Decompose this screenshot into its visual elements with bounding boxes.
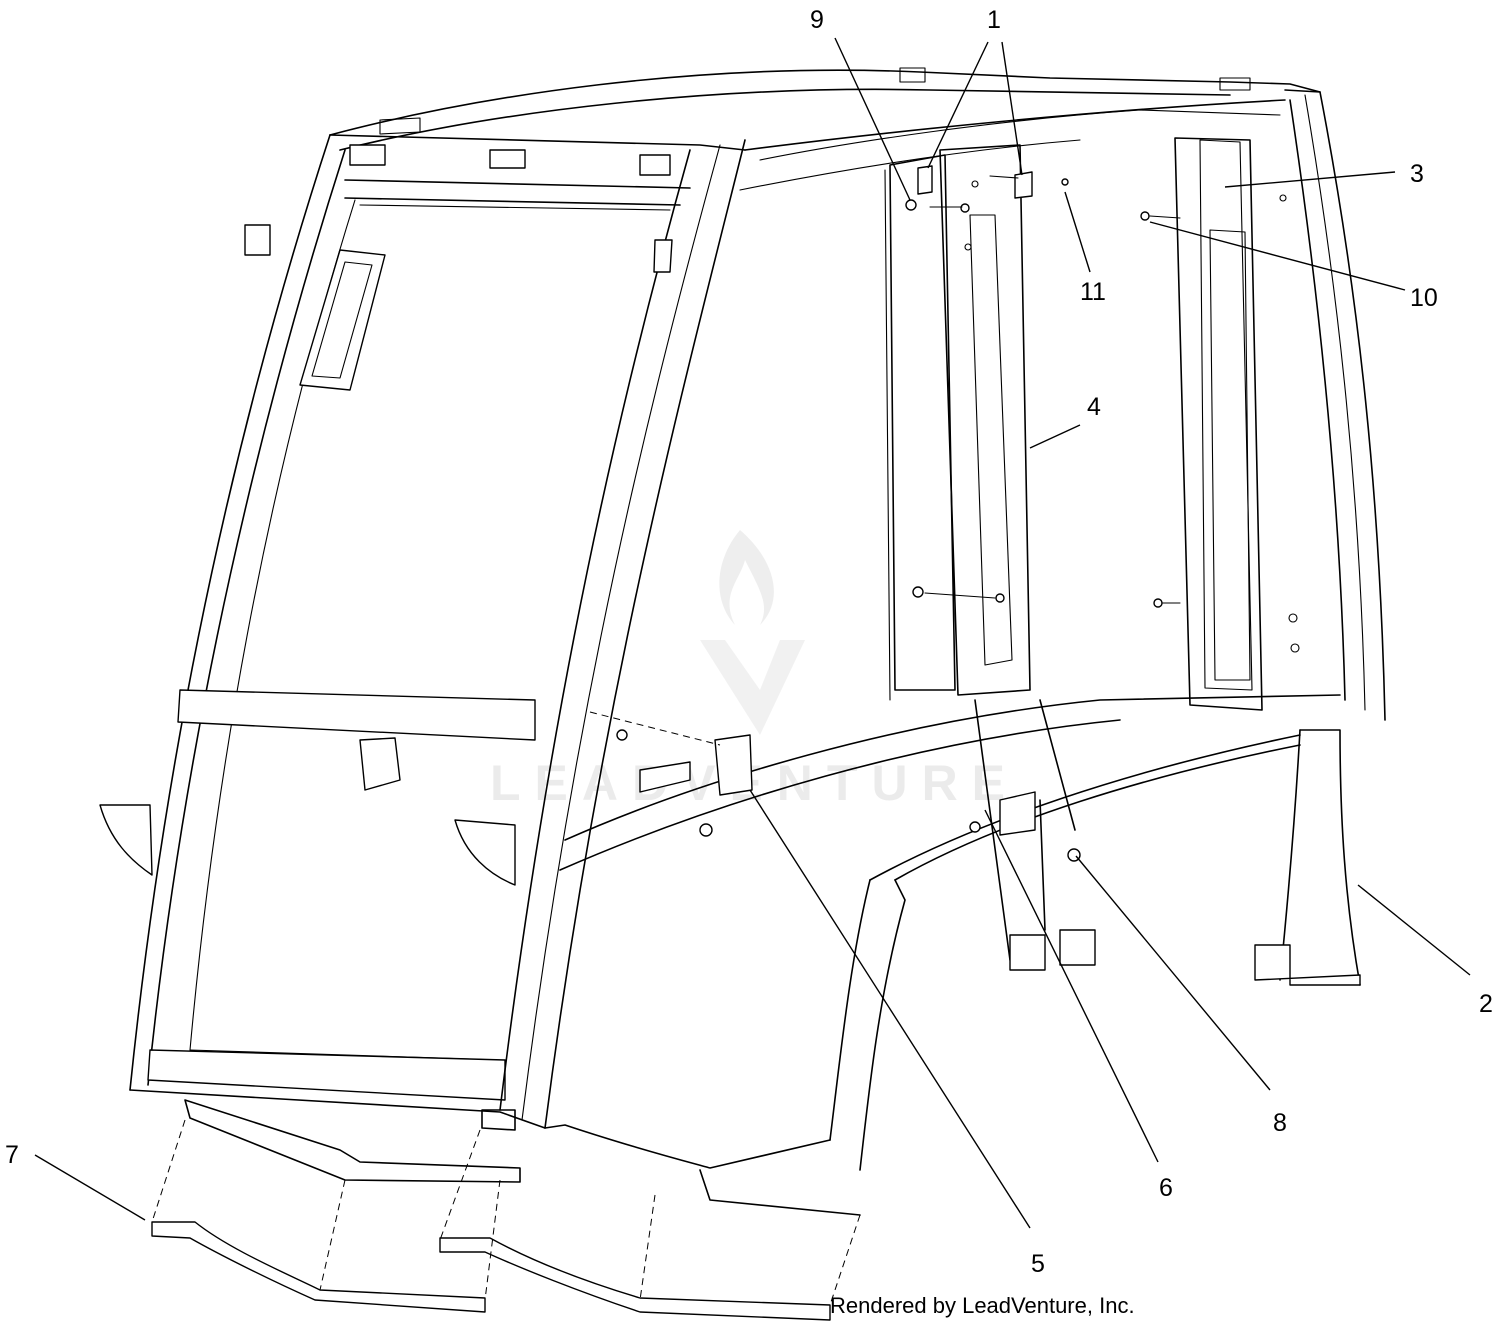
leader-1b [1001,41,1023,176]
callout-11: 11 [1080,278,1106,306]
nut-icon [699,823,713,837]
callout-3: 3 [1410,160,1424,188]
flame-logo-icon [700,530,805,735]
bolt-icon [969,821,981,833]
leader-8 [1075,855,1271,1091]
leader-10 [1149,221,1406,291]
screw-icon [1153,598,1163,608]
render-credit: Rendered by LeadVenture, Inc. [830,1293,1135,1318]
leader-lines [34,37,1471,1229]
leader-7 [34,1154,146,1221]
callout-1: 1 [987,6,1001,34]
screw-icon [960,203,970,213]
screw-icon [1140,211,1150,221]
callout-9: 9 [810,6,824,34]
leader-5 [749,789,1031,1229]
leadventure-watermark: LEADVENTURE [490,530,1005,811]
callout-2: 2 [1479,990,1493,1018]
callout-4: 4 [1087,393,1101,421]
callout-5: 5 [1031,1250,1045,1278]
cab-frame [99,67,1386,1321]
leader-11 [1064,191,1091,273]
leader-9 [834,37,911,201]
leader-6 [984,809,1159,1163]
callout-labels: 1 2 3 4 5 6 7 8 9 10 11 [5,6,1493,1278]
callout-7: 7 [5,1141,19,1169]
screw-icon [995,593,1005,603]
leader-2 [1357,884,1471,976]
bolt-icon [905,199,917,211]
callout-10: 10 [1410,284,1438,312]
callout-6: 6 [1159,1174,1173,1202]
screw-icon [1061,178,1069,186]
callout-8: 8 [1273,1109,1287,1137]
leader-4 [1029,424,1081,449]
bolt-icon [616,729,628,741]
leader-1a [927,41,989,169]
bolt-icon [912,586,924,598]
leader-3 [1224,171,1396,188]
